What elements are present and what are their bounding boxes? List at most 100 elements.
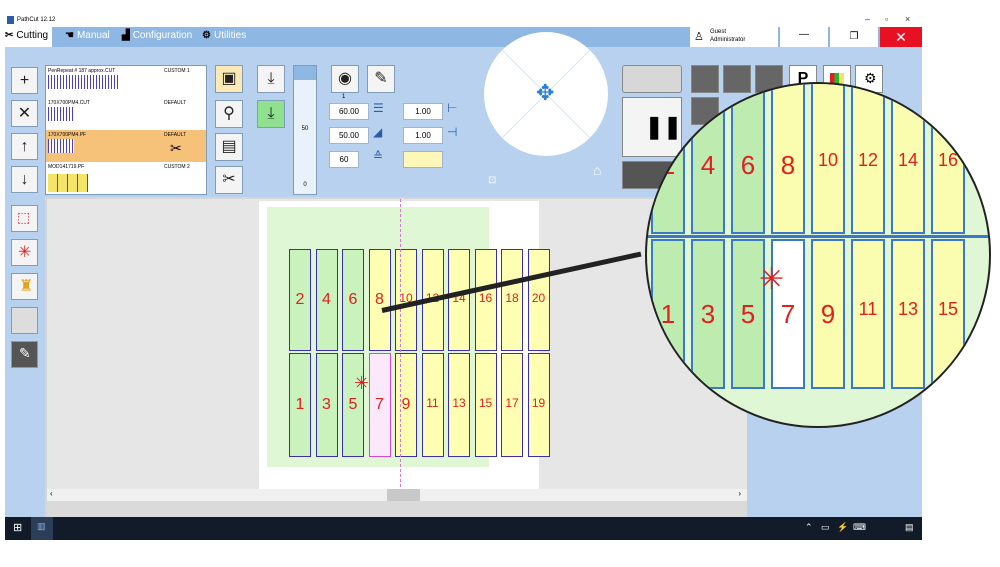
download-icon: ⤓ [267,105,275,122]
file-list[interactable]: PenRepeat # 187 approx.CUT CUSTOM 1 170X… [45,65,207,195]
tray-network-icon[interactable]: ▭ [821,522,830,532]
piece-number: 6 [348,291,358,308]
cut-head-icon: ✳ [354,373,370,393]
tool-icon: ◉ [338,70,352,87]
piece-number: 7 [375,396,384,413]
speed-icon: ☰ [373,101,384,115]
cut-piece[interactable]: 11 [421,353,444,457]
file-name: 170X700PM4.CUT [48,100,90,106]
cut-piece[interactable]: 3 [315,353,338,457]
pathcut-taskbar-button[interactable]: ▥ [31,517,53,540]
cut-file-button[interactable]: ✂ [215,166,243,194]
scissors-icon: ✂ [5,30,14,41]
speed-field[interactable]: 60.00 [329,103,369,120]
cut-piece[interactable]: 19 [527,353,550,457]
cut-piece[interactable]: 6 [342,249,364,351]
pen-tool-button[interactable]: ✎ [11,341,38,368]
file-item[interactable]: PenRepeat # 187 approx.CUT CUSTOM 1 [46,66,206,98]
magnifier-icon: ⚲ [223,105,235,122]
scroll-left-icon[interactable]: ‹ [50,489,53,498]
speed-slider[interactable]: 50 0 [293,65,317,195]
remove-file-button[interactable]: ✕ [11,100,38,127]
cut-piece[interactable]: 4 [315,249,338,351]
cut-piece[interactable]: 9 [395,353,417,457]
cut-piece[interactable]: 8 [368,249,391,351]
jog-pad[interactable]: ✥ [484,32,608,156]
cut-piece[interactable]: 13 [448,353,470,457]
parking-icon: P [797,70,809,87]
file-thumbnail [48,174,88,192]
tab-configuration[interactable]: ▟Configuration [122,30,192,41]
magnified-piece-number: 4 [700,150,716,180]
cut-piece[interactable]: 17 [501,353,523,457]
notification-icon[interactable]: ▤ [905,522,914,532]
box-view-button[interactable]: ▣ [215,65,243,93]
cut-piece[interactable]: 1 [289,353,311,457]
move-down-button[interactable]: ↓ [11,166,38,193]
scroll-thumb[interactable] [387,489,420,501]
file-name: 170X700PM4.PF [48,132,87,138]
home-icon[interactable]: ⌂ [593,162,602,178]
accel-field[interactable]: 50.00 [329,127,369,144]
angle-field[interactable]: 60 [329,151,359,168]
magnified-piece-number: 14 [897,150,919,170]
magnified-piece-number: 10 [817,150,839,170]
load-down-button[interactable]: ⤓ [257,65,285,93]
shape-tool-button[interactable]: ♜ [11,273,38,300]
tray-power-icon[interactable]: ⚡ [837,522,849,532]
horizontal-scrollbar[interactable]: ‹ › [47,489,747,501]
cut-piece[interactable]: 5 [342,353,364,457]
tab-utilities[interactable]: ⚙Utilities [202,30,246,41]
cut-canvas[interactable]: 2468101214161820135791113151719 ✳ [47,199,747,489]
tool-button[interactable]: ◉ [331,65,359,93]
magnified-piece: 11 [851,239,885,389]
magnified-piece: 7 [771,239,805,389]
minimize-app-button[interactable]: — [780,27,828,47]
magnified-piece: 13 [891,239,925,389]
tray-arrow-icon[interactable]: ⌃ [805,522,813,532]
cut-piece[interactable]: 14 [448,249,470,351]
save-button[interactable]: ▤ [215,133,243,161]
windows-start-icon[interactable]: ⊞ [13,522,23,534]
restore-app-button[interactable]: ❐ [830,27,878,47]
magnified-piece: 6 [731,84,765,234]
magnified-piece: 3 [691,239,725,389]
file-item[interactable]: MOD141719.PF CUSTOM 2 [46,162,206,194]
origin-tool-button[interactable]: ✳ [11,239,38,266]
cut-piece[interactable]: 15 [474,353,497,457]
load-green-button[interactable]: ⤓ [257,100,285,128]
color-field[interactable] [403,151,443,168]
zoom-button[interactable]: ⚲ [215,100,243,128]
select-tool-button[interactable]: ⬚ [11,205,38,232]
cut-piece[interactable]: 18 [501,249,523,351]
file-item-selected[interactable]: 170X700PM4.PF DEFAULT ✂ [46,130,206,162]
close-app-button[interactable]: ✕ [880,27,922,47]
origin-icon[interactable]: ⊡ [488,175,497,186]
tab-cutting-label: Cutting [16,30,49,41]
cut-piece[interactable]: 20 [527,249,550,351]
offset1-field[interactable]: 1.00 [403,103,443,120]
pen-button[interactable]: ✎ [367,65,395,93]
user-panel[interactable]: ♙ Guest Administrator [690,27,778,47]
piece-number: 1 [295,396,305,413]
close-window-button[interactable]: × [905,14,911,24]
magnified-piece: 10 [811,84,845,234]
tab-cutting[interactable]: ✂Cutting [5,27,53,47]
menu-bar: ✂Cutting ☚Manual ▟Configuration ⚙Utiliti… [5,27,922,47]
offset2-field[interactable]: 1.00 [403,127,443,144]
minimize-button[interactable]: – [865,14,871,24]
move-up-button[interactable]: ↑ [11,133,38,160]
cut-piece[interactable]: 7 [368,353,391,457]
tab-manual[interactable]: ☚Manual [65,30,110,41]
add-file-button[interactable]: + [11,67,38,94]
file-item[interactable]: 170X700PM4.CUT DEFAULT [46,98,206,130]
disabled-tool-button[interactable] [11,307,38,334]
maximize-button[interactable]: ▫ [885,14,889,24]
cut-piece[interactable]: 2 [289,249,311,351]
scroll-right-icon[interactable]: › [738,489,741,498]
tray-keyboard-icon[interactable]: ⌨ [853,522,866,532]
piece-number: 9 [401,396,411,413]
piece-number: 17 [505,396,519,410]
cut-piece[interactable]: 16 [474,249,497,351]
tools-icon: ⚙ [864,70,877,86]
